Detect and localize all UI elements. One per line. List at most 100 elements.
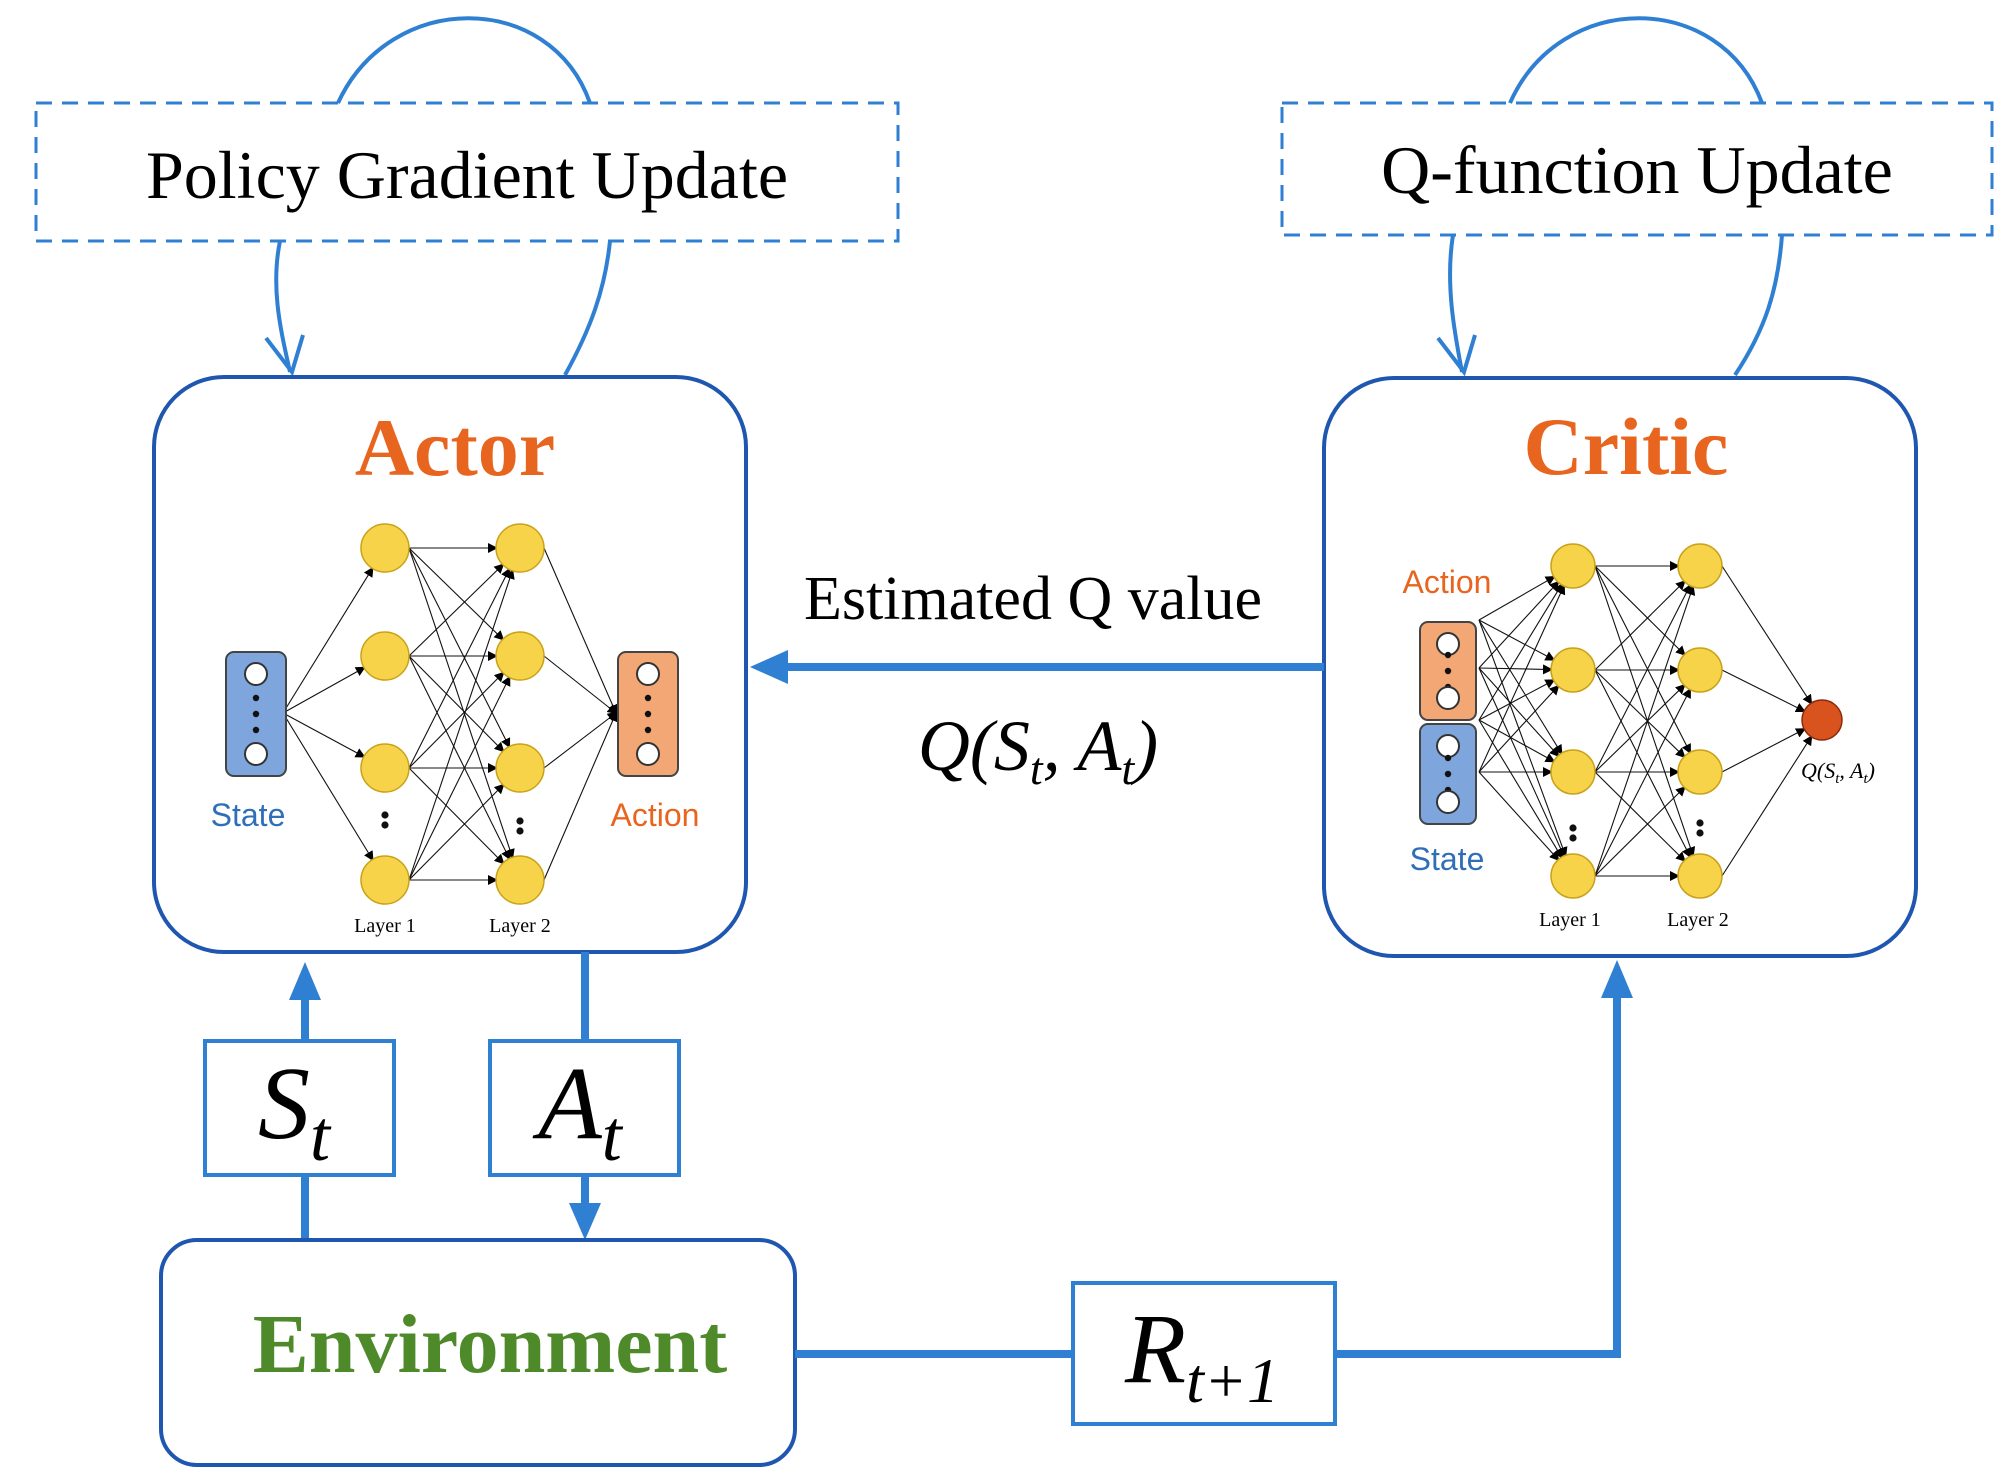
- policy-update-label: Policy Gradient Update: [146, 137, 788, 213]
- connection-arrow: [1594, 583, 1691, 773]
- critic-layer2-label: Layer 2: [1667, 909, 1729, 931]
- q-expression: Q(St, At): [918, 706, 1158, 794]
- actor-action-block-node: [636, 662, 660, 686]
- critic-layer2-neuron: [1677, 543, 1723, 589]
- ellipsis-dot: [644, 710, 652, 718]
- q-value-arrow: [750, 650, 1324, 684]
- ellipsis-dot: [516, 817, 524, 825]
- reward-symbol: Rt+1: [1124, 1293, 1279, 1416]
- environment-title: Environment: [253, 1298, 728, 1391]
- actor-layer2-neuron: [495, 631, 545, 681]
- connection-arrow: [1594, 565, 1696, 858]
- actor-frame: [152, 375, 748, 954]
- actor-layer2-label: Layer 2: [489, 915, 551, 937]
- connection-arrow: [408, 671, 505, 769]
- connection-arrow: [1594, 786, 1686, 877]
- policy-update-group: Policy Gradient Update: [34, 16, 900, 377]
- connection-arrow: [1478, 664, 1554, 675]
- connection-arrow: [408, 563, 505, 657]
- connection-arrow: [1478, 684, 1560, 773]
- qfunction-update-box: [1280, 101, 1994, 237]
- critic-layer2-neuron: [1677, 853, 1723, 899]
- critic-action-block-node: [1436, 686, 1460, 710]
- actor-action-label: Action: [611, 797, 700, 833]
- ellipsis-dot: [252, 710, 260, 718]
- actor-network: [225, 523, 679, 905]
- connection-arrow: [1478, 719, 1556, 763]
- actor-layer1-neuron: [360, 855, 410, 905]
- actor-state-label: State: [211, 797, 286, 833]
- reward-arrow: [795, 960, 1633, 1358]
- action-symbol: At: [532, 1046, 624, 1176]
- connection-arrow: [282, 712, 374, 862]
- connection-arrow: [282, 666, 366, 714]
- critic-state-label: State: [1410, 841, 1485, 877]
- actor-layer2-neuron: [495, 743, 545, 793]
- critic-layer1-neuron: [1550, 647, 1596, 693]
- critic-output-neuron: [1801, 699, 1843, 741]
- connection-arrow: [1478, 771, 1560, 862]
- connection-arrow: [1594, 580, 1686, 671]
- connection-arrow: [1721, 735, 1813, 877]
- critic-network: [1419, 543, 1843, 899]
- critic-layer1-neuron: [1550, 853, 1596, 899]
- critic-layer2-neuron: [1677, 749, 1723, 795]
- critic-title: Critic: [1524, 401, 1729, 492]
- reward-box: [1071, 1281, 1337, 1426]
- connection-arrow: [408, 655, 511, 861]
- connection-arrow: [1478, 580, 1560, 669]
- critic-state-block-node: [1436, 734, 1460, 758]
- connection-arrow: [1478, 679, 1556, 721]
- ellipsis-dot: [1569, 834, 1577, 842]
- critic-layer2-neuron: [1677, 647, 1723, 693]
- connection-arrow: [1478, 667, 1560, 758]
- connection-arrow: [408, 547, 515, 860]
- ellipsis-dot: [516, 827, 524, 835]
- connection-arrow: [543, 711, 618, 769]
- actor-layer2-neuron: [495, 523, 545, 573]
- ellipsis-dot: [1569, 824, 1577, 832]
- connection-arrow: [1594, 584, 1696, 877]
- ellipsis-dot: [1696, 819, 1704, 827]
- connection-arrow: [1478, 583, 1563, 721]
- connection-arrow: [408, 655, 505, 753]
- connection-arrow: [1478, 584, 1566, 773]
- actor-title: Actor: [355, 402, 555, 493]
- connection-arrow: [1478, 619, 1556, 661]
- connection-arrow: [543, 711, 618, 881]
- connection-arrow: [1721, 669, 1806, 712]
- connection-arrow: [1721, 565, 1813, 705]
- qfunction-loop-arrowhead: [1436, 334, 1477, 377]
- action-box: [488, 1039, 681, 1177]
- ellipsis-dot: [252, 694, 260, 702]
- connection-arrow: [1478, 619, 1563, 755]
- connection-arrow: [1594, 565, 1686, 656]
- critic-layer1-neuron: [1550, 749, 1596, 795]
- actor-layer1-neuron: [360, 523, 410, 573]
- critic-action-block-node: [1436, 632, 1460, 656]
- connection-arrow: [543, 547, 618, 715]
- policy-loop-up: [563, 240, 612, 376]
- actor-layer1-neuron: [360, 631, 410, 681]
- ellipsis-dot: [252, 726, 260, 734]
- connection-arrow: [1478, 575, 1556, 621]
- connection-arrow: [408, 547, 511, 749]
- connection-arrow: [408, 547, 505, 641]
- connection-arrow: [408, 675, 511, 881]
- state-box: [203, 1039, 396, 1177]
- connection-arrow: [1721, 728, 1807, 773]
- connection-arrow: [282, 712, 366, 758]
- ellipsis-dot: [1444, 770, 1452, 778]
- connection-arrow: [543, 655, 618, 715]
- connection-arrow: [282, 566, 374, 714]
- policy-loop-down: [274, 240, 292, 373]
- actor-layer1-label: Layer 1: [354, 915, 416, 937]
- ellipsis-dot: [1444, 667, 1452, 675]
- ellipsis-dot: [1444, 754, 1452, 762]
- qfunction-loop-down: [1448, 234, 1464, 373]
- critic-state-block-node: [1436, 790, 1460, 814]
- ellipsis-dot: [644, 726, 652, 734]
- qfunction-update-label: Q-function Update: [1381, 132, 1893, 208]
- estimated-q-label: Estimated Q value: [804, 565, 1262, 633]
